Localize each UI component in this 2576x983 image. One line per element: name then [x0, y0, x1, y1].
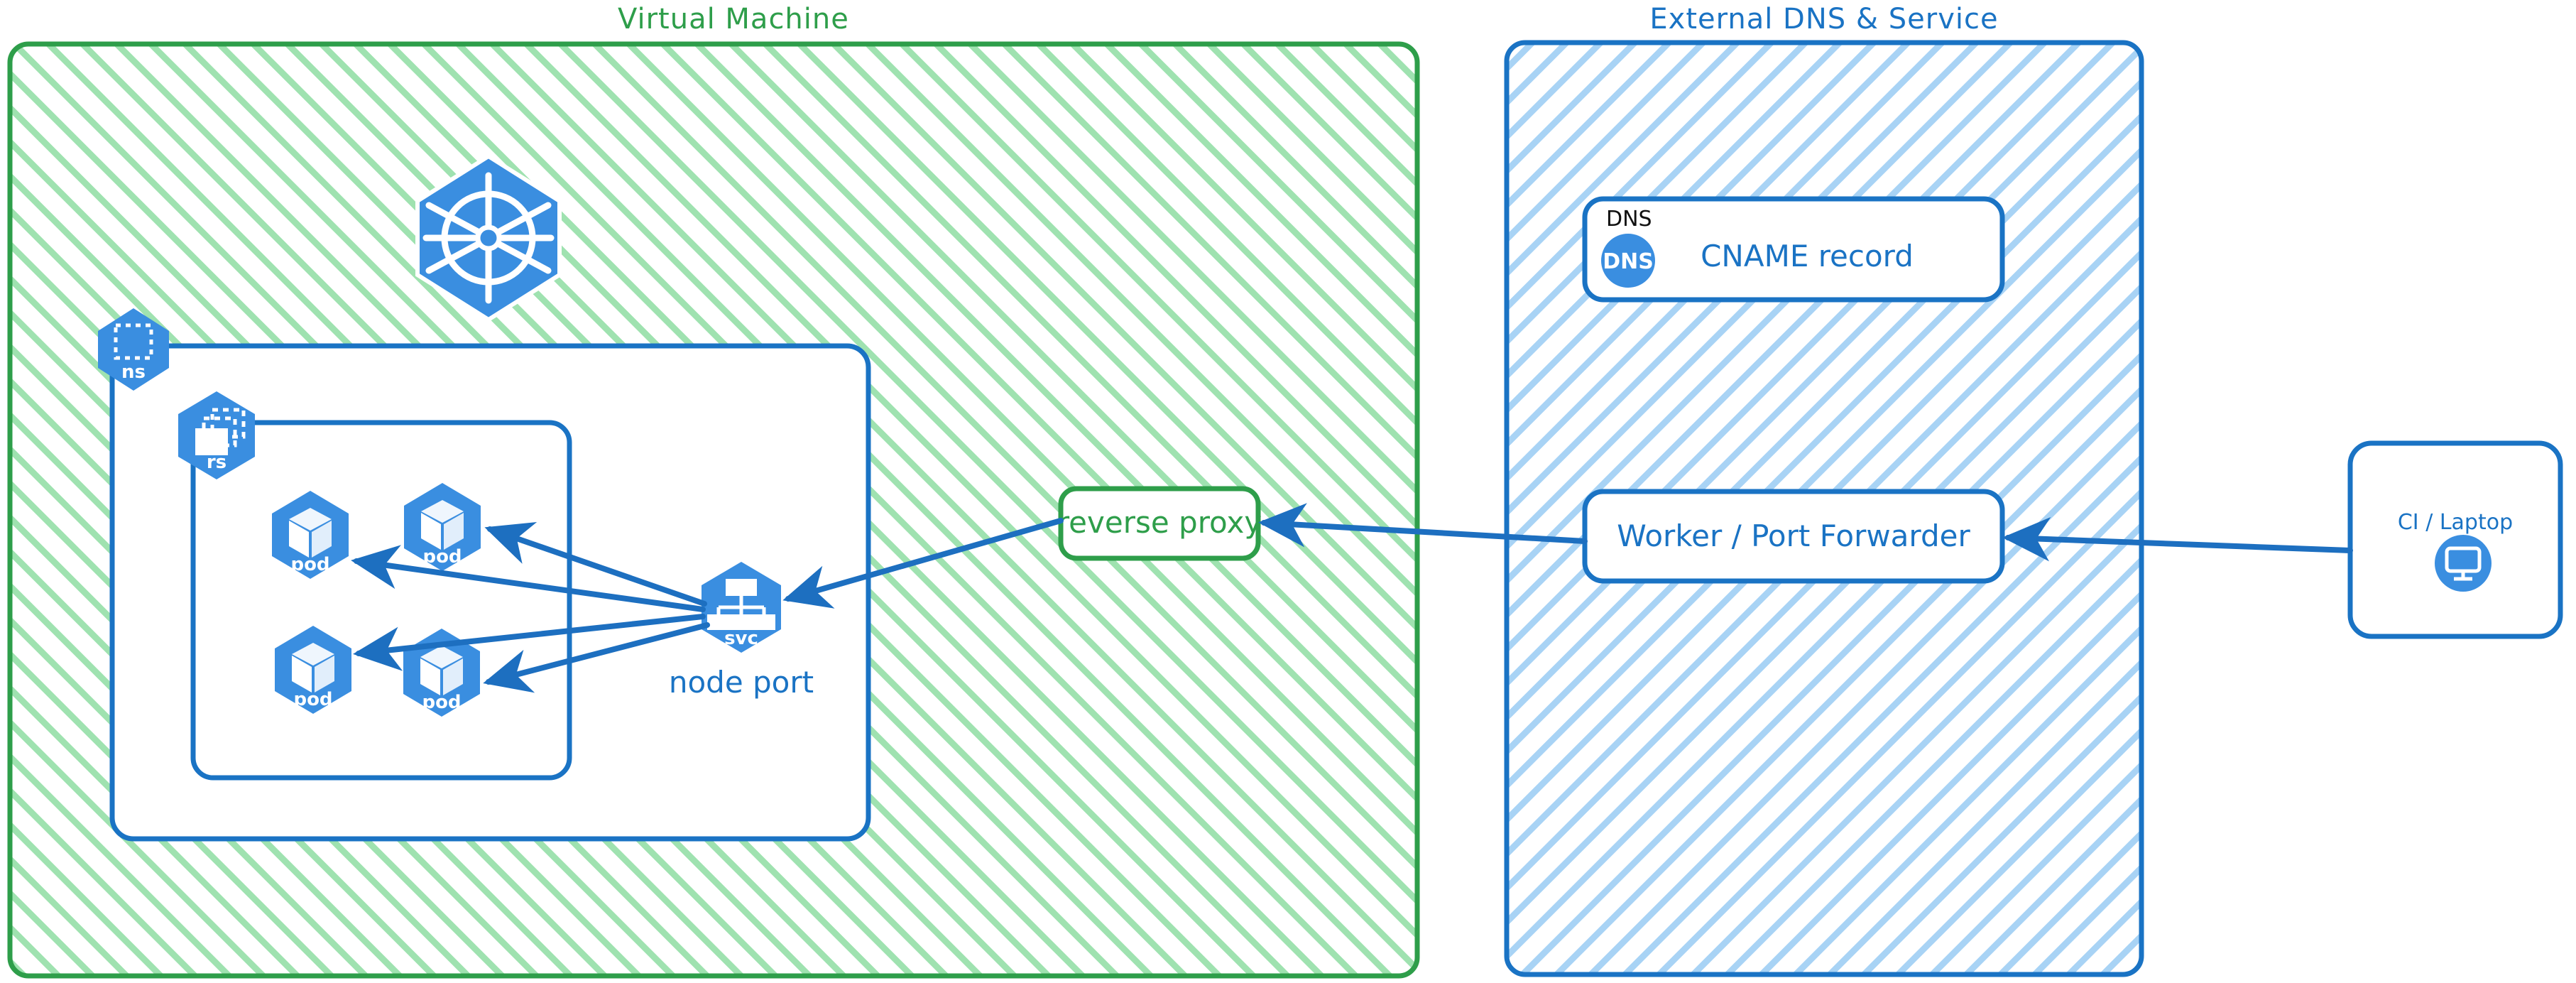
cname-record-label: CNAME record [1701, 239, 1914, 273]
dns-group-box[interactable] [1582, 196, 2005, 303]
service-tree-icon [707, 579, 775, 630]
worker-box[interactable] [1582, 489, 2005, 584]
pod-2-label: pod [422, 546, 462, 567]
svc-badge-label: svc [724, 628, 758, 649]
container-external-dns-service: External DNS & Service [1504, 3, 2144, 977]
dns-group-label: DNS [1606, 207, 1652, 232]
pod-3-label: pod [293, 689, 332, 710]
stacked-rectangles-icon [195, 408, 246, 455]
pod-1: pod [272, 491, 349, 579]
ci-laptop[interactable]: CI / Laptop [2347, 440, 2563, 639]
ci-laptop-label: CI / Laptop [2398, 510, 2513, 535]
worker-port-forwarder[interactable]: Worker / Port Forwarder [1582, 489, 2005, 584]
dns-group[interactable]: DNS DNS CNAME record [1582, 196, 2005, 303]
edge-worker-to-proxy [1258, 503, 1588, 548]
replicaset-box [190, 420, 572, 781]
pod-3: pod [275, 626, 351, 714]
cube-icon [292, 643, 334, 693]
dns-badge: DNS [1601, 234, 1655, 288]
edge-svc-to-pod-1 [351, 545, 706, 612]
edge-proxy-to-svc [782, 518, 1064, 609]
reverse-proxy[interactable]: reverse proxy [1057, 486, 1262, 561]
external-title: External DNS & Service [1649, 3, 1998, 36]
edge-layer [351, 503, 2353, 693]
virtual-machine-title: Virtual Machine [618, 3, 849, 36]
edge-svc-to-pod-2 [484, 521, 707, 607]
edge-svc-to-pod-3 [353, 614, 706, 671]
cube-icon [420, 646, 463, 695]
dns-badge-text: DNS [1603, 249, 1654, 274]
cube-icon [421, 500, 464, 550]
replicaset-badge-label: rs [207, 452, 227, 473]
node-port-caption: node port [669, 665, 814, 700]
pod-1-label: pod [290, 554, 329, 575]
edge-svc-to-pod-4 [483, 622, 710, 693]
worker-label: Worker / Port Forwarder [1617, 518, 1970, 553]
namespace-badge-label: ns [121, 362, 146, 383]
pod-4: pod [403, 629, 480, 717]
cube-icon [289, 508, 332, 558]
reverse-proxy-label: reverse proxy [1057, 505, 1262, 540]
node-port-svc: svc [702, 562, 781, 653]
dashed-square-icon [114, 323, 153, 360]
pod-4-label: pod [422, 692, 461, 713]
namespace-badge: ns [98, 308, 169, 391]
kubernetes-logo [415, 153, 562, 322]
desktop-monitor-icon [2435, 535, 2492, 592]
pod-2: pod [404, 483, 481, 571]
edge-ci-to-worker [2002, 517, 2353, 562]
replicaset-badge: rs [178, 391, 255, 479]
